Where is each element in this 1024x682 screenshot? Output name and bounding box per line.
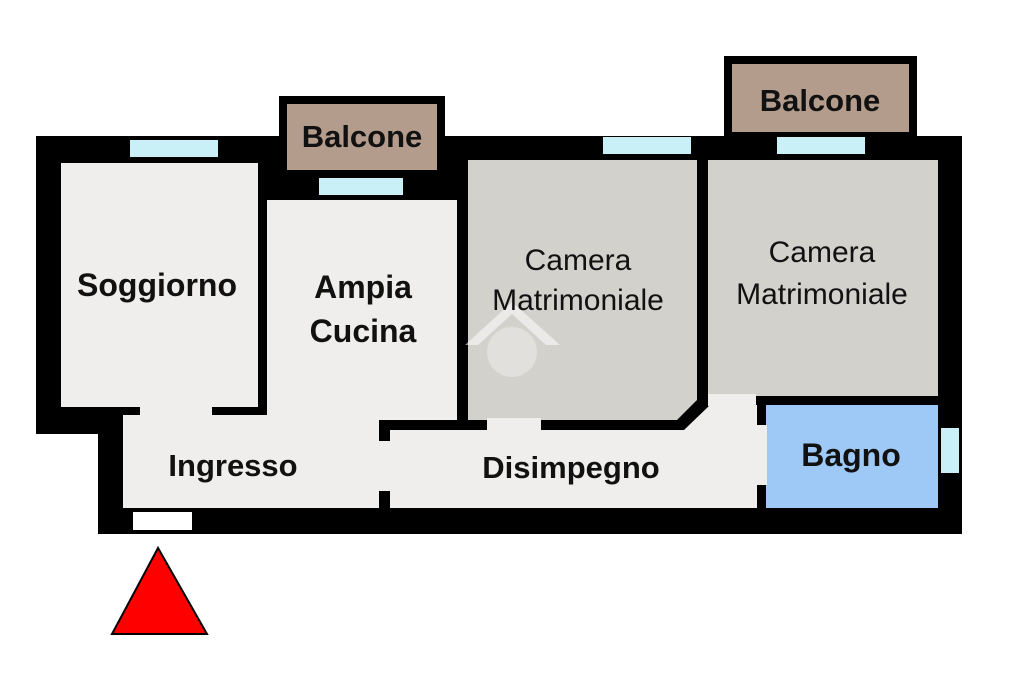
balcony-left xyxy=(287,104,437,170)
label-camera2-line2: Matrimoniale xyxy=(736,278,908,311)
room-disimpegno xyxy=(390,405,757,508)
door-camera-2 xyxy=(708,394,756,406)
label-camera1-line1: Camera xyxy=(525,244,632,277)
door-disimpegno xyxy=(378,441,391,491)
label-soggiorno: Soggiorno xyxy=(77,267,237,303)
label-bagno: Bagno xyxy=(801,437,901,473)
room-camera-1 xyxy=(468,160,697,420)
door-openings xyxy=(133,394,767,530)
label-cucina-line2: Cucina xyxy=(310,313,417,349)
label-camera2-line1: Camera xyxy=(769,236,876,269)
room-camera-2 xyxy=(708,160,938,396)
label-balcone-right: Balcone xyxy=(760,83,881,118)
room-cucina xyxy=(267,200,457,420)
door-camera-1 xyxy=(487,418,541,432)
label-disimpegno: Disimpegno xyxy=(482,450,659,485)
window-soggiorno xyxy=(130,140,218,157)
windows xyxy=(130,137,959,473)
label-cucina-line1: Ampia xyxy=(314,269,412,305)
label-camera1-line2: Matrimoniale xyxy=(492,284,664,317)
room-soggiorno xyxy=(61,163,258,407)
red-triangle-entrance-icon xyxy=(110,545,209,635)
house-watermark-icon xyxy=(465,302,560,377)
window-bagno xyxy=(941,428,959,473)
label-balcone-left: Balcone xyxy=(302,119,423,154)
window-cucina xyxy=(319,178,403,195)
window-camera-1 xyxy=(603,137,691,154)
door-soggiorno xyxy=(140,404,212,416)
label-ingresso: Ingresso xyxy=(168,448,297,483)
balcony-right xyxy=(732,64,909,132)
window-camera-2 xyxy=(777,137,865,154)
room-bagno xyxy=(766,405,938,508)
door-cucina xyxy=(288,418,343,432)
door-bagno xyxy=(756,425,767,485)
entrance-door xyxy=(133,512,192,530)
